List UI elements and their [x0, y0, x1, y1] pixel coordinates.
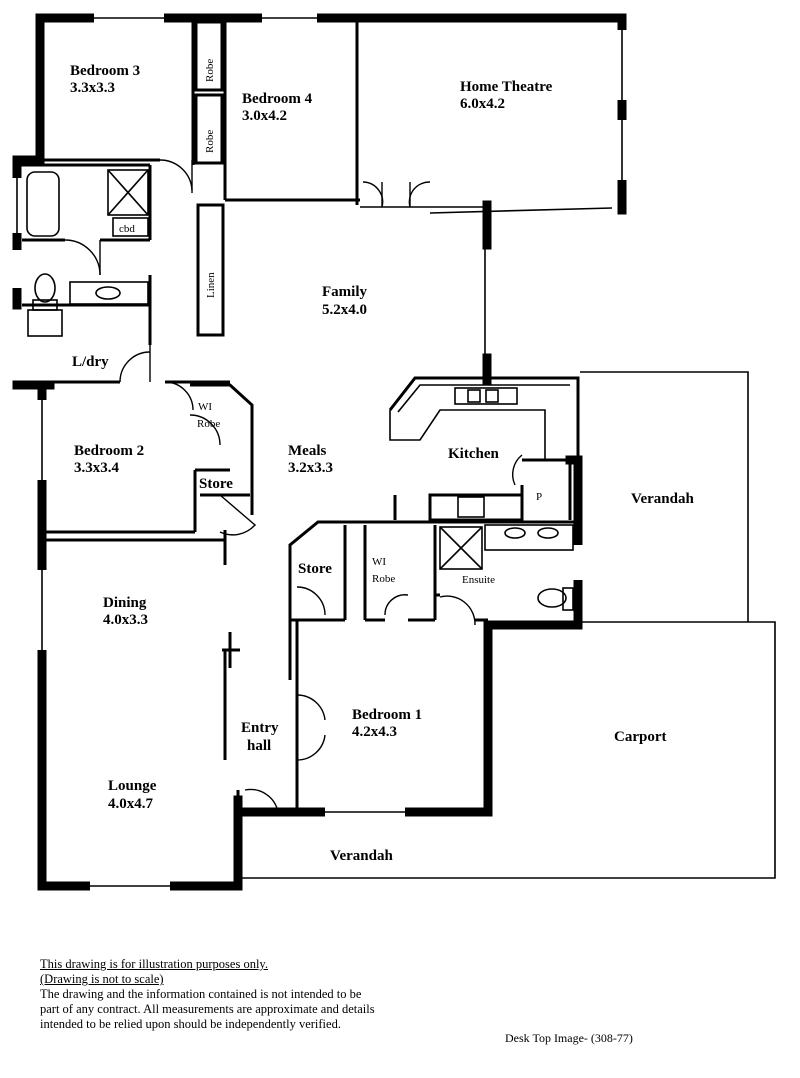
robe-label-1: Robe [204, 59, 216, 82]
lounge-size: 4.0x4.7 [108, 796, 154, 812]
bedroom3-name: Bedroom 3 [70, 63, 140, 79]
bedroom2-size: 3.3x3.4 [74, 460, 120, 476]
windows [12, 13, 627, 891]
bedroom1-size: 4.2x4.3 [352, 724, 397, 740]
laundry-name: L/dry [72, 354, 109, 370]
entry-line2: hall [247, 738, 271, 754]
lounge-name: Lounge [108, 778, 157, 794]
interior-walls [17, 20, 580, 886]
wi-robe-label-bed2: Robe [197, 418, 220, 430]
disclaimer-line1: This drawing is for illustration purpose… [40, 957, 268, 971]
dining-size: 4.0x3.3 [103, 612, 148, 628]
meals-name: Meals [288, 443, 326, 459]
room-labels: Bedroom 3 3.3x3.3 Bedroom 4 3.0x4.2 Home… [70, 63, 694, 864]
image-reference: Desk Top Image- (308-77) [505, 1031, 633, 1045]
linen-label: Linen [205, 272, 217, 298]
family-size: 5.2x4.0 [322, 302, 367, 318]
bedroom3-size: 3.3x3.3 [70, 80, 115, 96]
wi-label-bed1: WI [372, 556, 386, 568]
meals-size: 3.2x3.3 [288, 460, 333, 476]
bedroom2-name: Bedroom 2 [74, 443, 144, 459]
verandah-side-name: Verandah [631, 491, 694, 507]
bedroom4-name: Bedroom 4 [242, 91, 313, 107]
disclaimer: This drawing is for illustration purpose… [40, 957, 380, 1032]
verandah-front-name: Verandah [330, 848, 393, 864]
fixture-labels: Robe Robe cbd Linen WI Robe Store Store … [119, 59, 542, 586]
disclaimer-body: The drawing and the information containe… [40, 987, 375, 1031]
family-name: Family [322, 284, 367, 300]
fixtures [26, 169, 574, 611]
robe-label-2: Robe [204, 130, 216, 153]
bedroom4-size: 3.0x4.2 [242, 108, 287, 124]
kitchen-name: Kitchen [448, 446, 499, 462]
floor-plan: Bedroom 3 3.3x3.3 Bedroom 4 3.0x4.2 Home… [12, 13, 776, 891]
disclaimer-line2: (Drawing is not to scale) [40, 972, 164, 986]
store-label-2: Store [298, 561, 332, 577]
ensuite-label: Ensuite [462, 574, 495, 586]
wi-robe-label-bed1: Robe [372, 573, 395, 585]
outdoor-outlines [238, 206, 776, 879]
wi-label-bed2: WI [198, 401, 212, 413]
entry-line1: Entry [241, 720, 279, 736]
home-theatre-name: Home Theatre [460, 79, 553, 95]
cbd-label: cbd [119, 223, 135, 235]
dining-name: Dining [103, 595, 147, 611]
carport-name: Carport [614, 729, 667, 745]
pantry-label: P [536, 491, 542, 503]
doors [64, 159, 523, 813]
home-theatre-size: 6.0x4.2 [460, 96, 505, 112]
store-label-1: Store [199, 476, 233, 492]
bedroom1-name: Bedroom 1 [352, 707, 422, 723]
